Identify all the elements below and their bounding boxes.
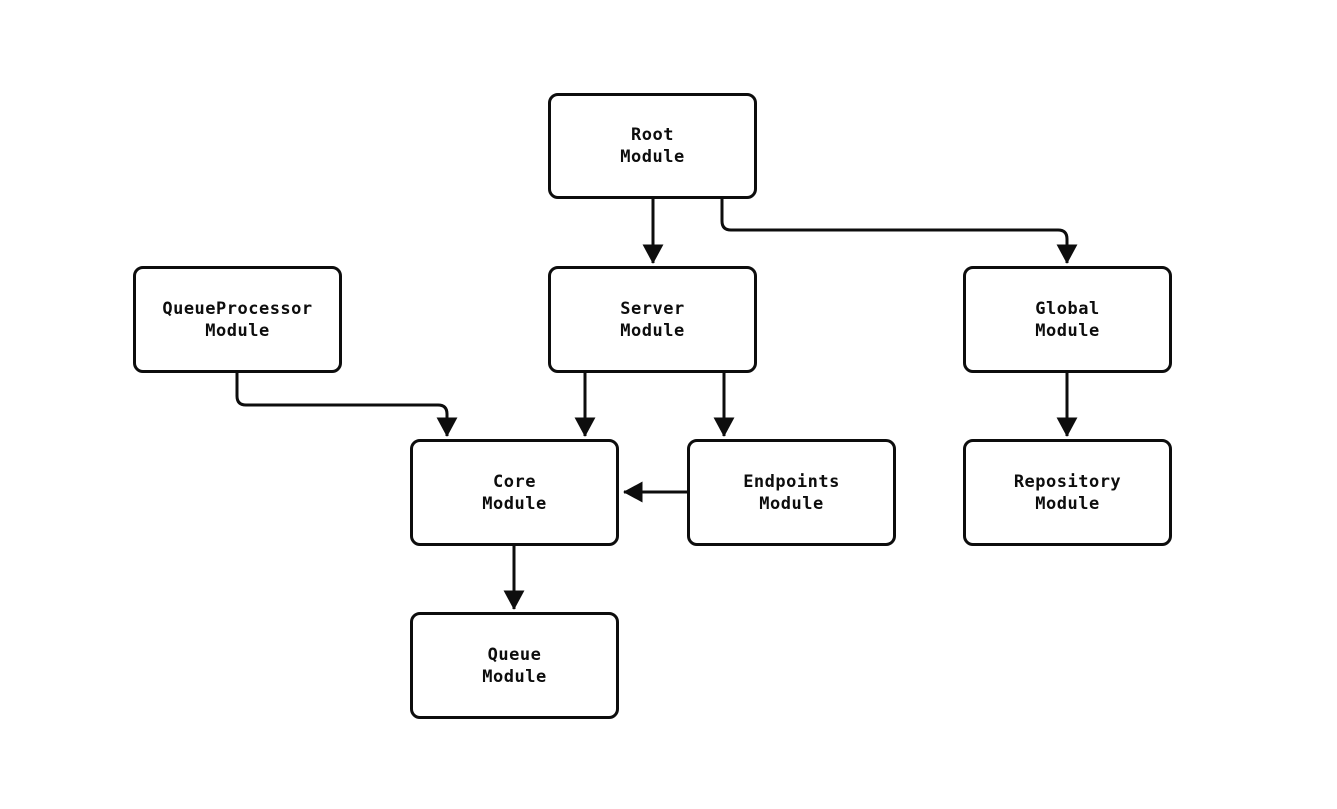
node-label-line: Module [620, 147, 685, 167]
node-label-line: Root [631, 125, 674, 145]
node-label-line: Module [1035, 493, 1100, 514]
node-label-line: Repository [1013, 471, 1122, 492]
edge-queueprocessor-to-core [235, 372, 458, 437]
node-label-line: Module [1035, 320, 1100, 341]
node-label-line: Module [759, 493, 824, 514]
node-label-line: Core [493, 471, 536, 492]
edge-root-to-global [720, 199, 1078, 264]
node-label-line: Module [620, 320, 685, 341]
node-label-line: Endpoints [743, 471, 840, 492]
node-label-line: Module [482, 666, 547, 687]
node-label-line: Global [1035, 298, 1100, 319]
node-label-line: Queue [487, 644, 542, 665]
node-label-line: QueueProcessor [162, 298, 313, 319]
node-label-line: Module [205, 320, 270, 341]
node-label-line: Server [620, 298, 685, 319]
node-label-line: Module [482, 493, 547, 514]
